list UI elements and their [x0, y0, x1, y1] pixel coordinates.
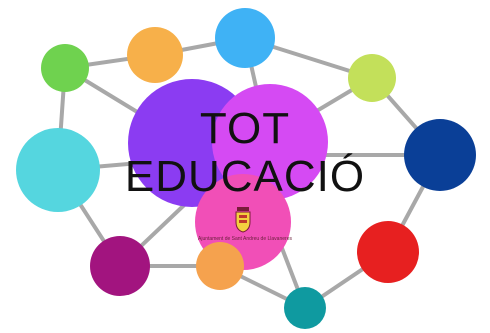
node-circle-green [41, 44, 89, 92]
municipal-coat-of-arms-icon [235, 207, 251, 233]
node-circle-orange [127, 27, 183, 83]
node-circle-red [357, 221, 419, 283]
title-line-2: EDUCACIÓ [124, 152, 366, 201]
title-line-1: TOT [199, 104, 291, 153]
node-circle-lime [348, 54, 396, 102]
node-circle-teal [284, 287, 326, 329]
node-circle-magenta [212, 84, 328, 200]
node-circle-plum [90, 236, 150, 296]
node-circle-navy [404, 119, 476, 191]
emblem-caption: Ajuntament de Sant Andreu de Llavaneres [198, 236, 292, 242]
node-circle-sky-blue [215, 8, 275, 68]
node-circle-orange-small [196, 242, 244, 290]
node-circle-cyan [16, 128, 100, 212]
network-nodes [16, 8, 476, 329]
